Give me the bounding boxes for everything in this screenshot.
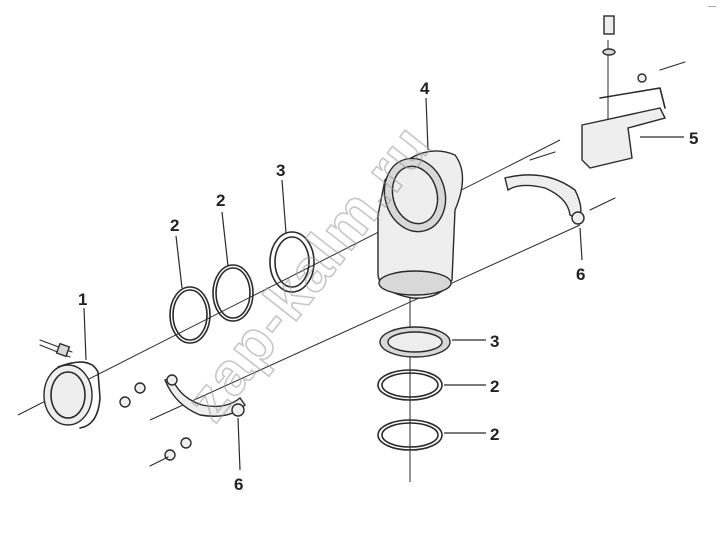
gasket-rings-axis [169, 264, 254, 344]
corner-mark: ~~ [708, 4, 716, 11]
seal-ring-lower-inner [387, 331, 443, 353]
mounting-bracket [581, 15, 686, 169]
callout-6a: 6 [576, 265, 585, 284]
gasket-ring-b [212, 264, 254, 322]
gasket-rings-lower [377, 369, 443, 451]
callout-labels: 1 2 2 3 4 5 3 2 2 6 6 ~~ [78, 4, 716, 494]
callout-6b: 6 [234, 475, 243, 494]
bracket-body [581, 107, 667, 169]
half-clamp-lower [164, 374, 246, 417]
leader-4 [425, 97, 429, 151]
v-band-clamp [39, 339, 101, 429]
nut-3 [164, 449, 176, 461]
leader-3a [281, 179, 287, 234]
bracket-side-nut [637, 73, 647, 83]
half-clamp-lower-body [164, 377, 246, 417]
bracket-top-plate [599, 87, 666, 109]
half-clamp-upper-bolt [589, 197, 616, 211]
elbow-inlet-bore [391, 165, 439, 225]
gasket-ring-b-inner [215, 267, 251, 319]
half-clamp-upper-lug [571, 211, 585, 225]
callout-1: 1 [78, 290, 87, 309]
gasket-ring-d [377, 419, 443, 451]
seal-ring-lower [379, 326, 451, 358]
elbow-outlet-flange [378, 270, 452, 296]
elbow-pipe [377, 150, 464, 299]
clamp-nut-block [55, 342, 71, 358]
callout-2d: 2 [490, 425, 499, 444]
leader-6a [579, 227, 583, 261]
gasket-ring-d-inner [381, 422, 439, 448]
gasket-ring-a-inner [172, 289, 208, 341]
callout-4: 4 [420, 79, 430, 98]
main-axis-line [17, 139, 561, 416]
callout-leaders [83, 97, 684, 471]
leader-1 [83, 307, 87, 361]
half-clamp-upper [504, 151, 616, 225]
stud-small [149, 456, 169, 467]
gasket-ring-c [377, 369, 443, 401]
assembly-axis-lines [17, 40, 609, 482]
seal-ring-axis [269, 231, 315, 293]
callout-2a: 2 [170, 216, 179, 235]
half-clamp-upper-body [504, 174, 582, 221]
clamp-inner-ring [50, 371, 86, 419]
gasket-ring-c-inner [381, 372, 439, 398]
nut-2 [134, 382, 146, 394]
loose-nuts [119, 382, 192, 467]
half-clamp-lower-ear [166, 374, 178, 386]
nut-4 [180, 437, 192, 449]
callout-2b: 2 [216, 191, 225, 210]
seal-ring-outer [269, 231, 315, 293]
callout-3b: 3 [490, 332, 499, 351]
callout-3a: 3 [276, 161, 285, 180]
leader-2a [175, 235, 183, 289]
bracket-side-bolt [659, 61, 686, 71]
bracket-washer [602, 48, 616, 56]
lower-axis-line [149, 224, 581, 421]
callout-5: 5 [689, 129, 698, 148]
nut-1 [119, 396, 131, 408]
gasket-ring-a [169, 286, 211, 344]
clamp-band [57, 361, 101, 429]
half-clamp-lower-lug [231, 403, 245, 417]
callout-2c: 2 [490, 377, 499, 396]
leader-2b [221, 211, 229, 267]
bracket-bolt-head [603, 15, 615, 35]
upper-stud [529, 151, 556, 161]
leader-6b [237, 417, 241, 471]
seal-ring-inner [274, 236, 310, 288]
